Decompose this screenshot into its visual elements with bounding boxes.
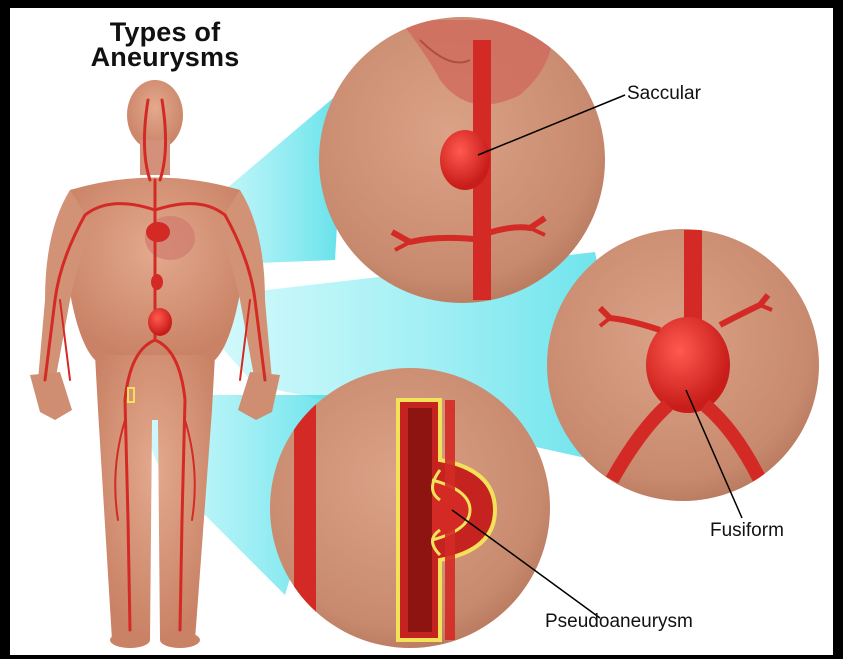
fusiform-magnified-view [547,229,819,501]
label-pseudoaneurysm: Pseudoaneurysm [545,611,693,633]
label-fusiform: Fusiform [710,520,784,542]
saccular-magnified-view [319,17,605,303]
diagram-title: Types of Aneurysms [80,20,250,70]
label-saccular: Saccular [627,83,701,105]
title-line-2: Aneurysms [80,45,250,70]
